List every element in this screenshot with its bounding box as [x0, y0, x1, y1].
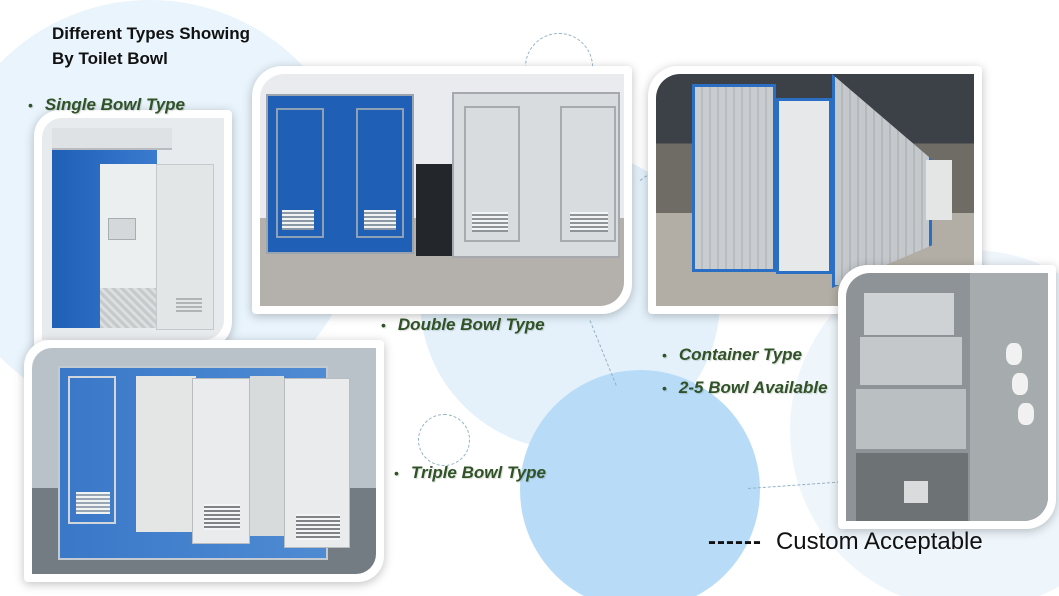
bullet-triple-bowl: • Triple Bowl Type [394, 463, 546, 483]
triple-bowl-photo-frame [24, 340, 384, 582]
triple-bowl-toilet-image [32, 348, 376, 574]
bullet-label: Triple Bowl Type [410, 463, 546, 482]
custom-acceptable-text: Custom Acceptable [775, 528, 983, 555]
bullet-container: • Container Type [662, 345, 802, 365]
bullet-dot-icon: • [28, 97, 33, 113]
dash-separator: ------ [708, 528, 762, 555]
bullet-dot-icon: • [662, 347, 667, 363]
double-bowl-photo-frame [252, 66, 632, 314]
double-bowl-toilet-image [260, 74, 624, 306]
single-bowl-photo-frame [34, 110, 232, 348]
background-circle-accent [520, 370, 760, 596]
bullet-double-bowl: • Double Bowl Type [381, 315, 545, 335]
bullet-label: Container Type [678, 345, 803, 364]
heading-line-2: By Toilet Bowl [52, 49, 168, 68]
bullet-label: Double Bowl Type [397, 315, 545, 334]
container-interior-image [846, 273, 1048, 521]
bullet-bowls-available: • 2-5 Bowl Available [662, 378, 828, 398]
bullet-dot-icon: • [394, 465, 399, 481]
bullet-label: 2-5 Bowl Available [678, 378, 828, 397]
custom-acceptable-note: ------ Custom Acceptable [708, 528, 983, 556]
bullet-single-bowl: • Single Bowl Type [28, 95, 185, 115]
bullet-dot-icon: • [662, 380, 667, 396]
bullet-dot-icon: • [381, 317, 386, 333]
heading-line-1: Different Types Showing [52, 24, 251, 43]
container-interior-photo-frame [838, 265, 1056, 529]
page-heading: Different Types Showing By Toilet Bowl [52, 21, 250, 71]
single-bowl-toilet-image [42, 118, 224, 340]
dashed-circle-decoration [418, 414, 470, 466]
bullet-label: Single Bowl Type [44, 95, 186, 114]
